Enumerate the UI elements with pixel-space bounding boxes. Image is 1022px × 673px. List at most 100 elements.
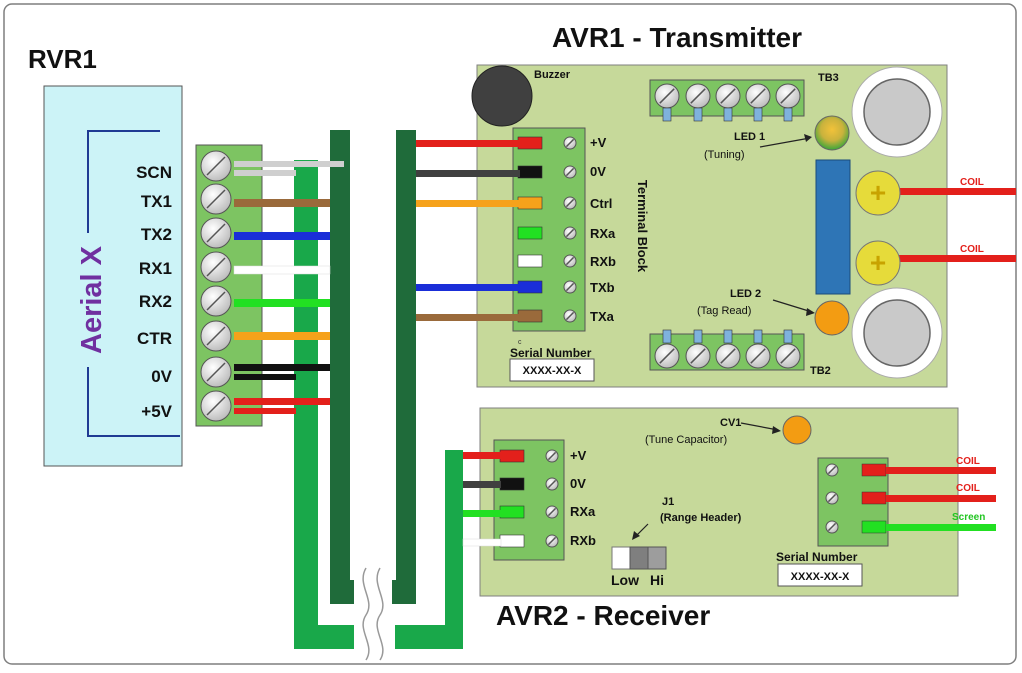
mount-knob-bottom-inner: [863, 299, 931, 367]
avr1-serial-label: Serial Number: [510, 346, 592, 360]
avr2-pin-label: RXa: [570, 504, 596, 519]
led1-arrowhead: [804, 134, 812, 142]
tb2-pin: [723, 329, 733, 344]
screw-slot: [690, 348, 706, 364]
wire-avr1-ctrl: [416, 200, 520, 207]
screw-slot: [206, 189, 226, 209]
rvr-wires: [233, 161, 344, 414]
coil-label: COIL: [960, 244, 984, 255]
avr2-plug: [499, 534, 525, 548]
rvr-terminal-block: [195, 144, 263, 427]
cable-break-mark: [362, 567, 370, 661]
wire-avr1-v: [416, 140, 520, 147]
led1-subtitle: (Tuning): [704, 149, 745, 161]
rvr-pin-label: RX2: [139, 292, 172, 311]
avr1-plug: [517, 280, 543, 294]
avr2-serial-label: Serial Number: [776, 550, 858, 564]
wire-avr1-txa: [416, 314, 520, 321]
avr1-serial-value: XXXX-XX-X: [523, 365, 582, 377]
mount-knob-top-inner: [863, 78, 931, 146]
led2-icon: [814, 300, 850, 336]
rvr-pin-label: +5V: [141, 402, 172, 421]
avr1-pin-label: TXb: [590, 280, 615, 295]
led1-title: LED 1: [734, 131, 765, 143]
avr1-plug: [517, 196, 543, 210]
wire-0v: [234, 364, 330, 371]
coil-label: COIL: [960, 177, 984, 188]
coil-wire-1: [878, 188, 1016, 195]
plus-icon: +: [870, 177, 886, 208]
screw-slot: [206, 362, 226, 382]
avr2-pin-label: +V: [570, 448, 587, 463]
avr1-plug: [517, 136, 543, 150]
avr1-plug: [517, 226, 543, 240]
wire-rx1: [233, 265, 331, 275]
avr2-plug: [499, 449, 525, 463]
out-plug-3: [861, 520, 887, 534]
avr2-plug: [499, 477, 525, 491]
screw-slot: [206, 396, 226, 416]
rvr-pin-label: TX2: [141, 225, 172, 244]
buzzer-icon: [471, 65, 533, 127]
screw-slot: [565, 167, 575, 177]
cable-dark-right-foot: [392, 580, 416, 604]
led2-title: LED 2: [730, 288, 761, 300]
cable-dark-left: [330, 130, 350, 604]
tb3-pin: [753, 107, 763, 122]
avr1-pin-label: RXa: [590, 226, 616, 241]
rvr-pin-label: CTR: [137, 329, 172, 348]
aerial-bracket-bottom: [87, 367, 180, 437]
avr2-wires: [462, 452, 502, 547]
screw-slot: [206, 326, 226, 346]
out-label: COIL: [956, 456, 980, 467]
wire-avr2-rxa: [463, 510, 501, 517]
avr2-board: CV1 (Tune Capacitor) +V 0V RXa RXb J1 (R…: [479, 407, 996, 597]
wire-tx1: [234, 199, 330, 207]
tb2-pin: [753, 329, 763, 344]
rvr-unit: Aerial X SCN TX1 TX2 RX1 RX2 CTR 0V +5V: [43, 85, 183, 467]
cable-break-mark: [376, 567, 384, 661]
j1-pin-hi: [647, 546, 667, 570]
j1-title: J1: [662, 496, 674, 508]
led2-arrow: [772, 299, 813, 313]
screw-slot: [827, 522, 837, 532]
tb3-pin: [693, 107, 703, 122]
avr1-plug: [517, 254, 543, 268]
tb3-pin: [662, 107, 672, 122]
screw-slot: [780, 348, 796, 364]
out-plug-1: [861, 463, 887, 477]
wire-5v-b: [234, 408, 296, 414]
avr1-pin-label: RXb: [590, 254, 616, 269]
screw-slot: [565, 311, 575, 321]
wire-avr2-rxb: [462, 538, 502, 547]
j1-subtitle: (Range Header): [660, 512, 742, 524]
avr2-pin-label: RXb: [570, 533, 596, 548]
screw-slot: [659, 88, 675, 104]
tb2-label: TB2: [810, 365, 831, 377]
avr1-title: AVR1 - Transmitter: [552, 22, 802, 53]
coil-wire-2: [878, 255, 1016, 262]
wire-scn-b: [234, 170, 296, 176]
avr1-plug: [517, 309, 543, 323]
led2-subtitle: (Tag Read): [697, 305, 751, 317]
avr1-serial-box: [509, 358, 595, 382]
screw-slot: [547, 507, 557, 517]
wire-avr1-0v: [416, 170, 520, 177]
avr1-pin-label: TXa: [590, 309, 615, 324]
rvr-title: RVR1: [28, 44, 97, 74]
plus-icon: +: [870, 247, 886, 278]
avr2-pins: [499, 449, 559, 548]
avr2-plug: [499, 505, 525, 519]
screw-slot: [565, 198, 575, 208]
cables: [294, 130, 463, 661]
wire-tx2: [234, 232, 330, 240]
wire-scn: [234, 161, 344, 167]
screw-slot: [565, 138, 575, 148]
cv1-subtitle: (Tune Capacitor): [645, 434, 727, 446]
led2-arrowhead: [806, 308, 815, 316]
wire-ctr: [234, 332, 330, 340]
tb3-screws: [654, 83, 801, 122]
rvr-pin-label: 0V: [151, 367, 172, 386]
wire-avr1-txb: [416, 284, 520, 291]
avr2-output-screws: [825, 463, 839, 534]
